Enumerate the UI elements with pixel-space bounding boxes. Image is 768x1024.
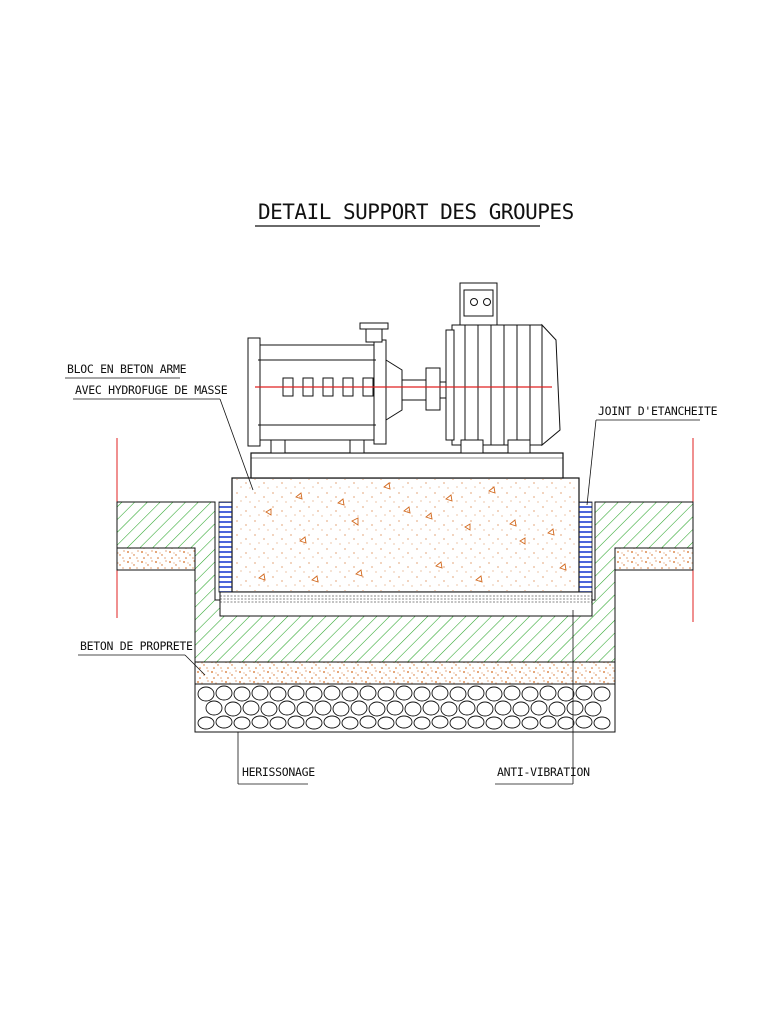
herissonage-layer xyxy=(194,683,616,733)
label-bloc-line2: AVEC HYDROFUGE DE MASSE xyxy=(75,383,228,397)
left-soil-strip xyxy=(116,547,196,571)
drawing-title: DETAIL SUPPORT DES GROUPES xyxy=(258,200,574,224)
beton-proprete-layer xyxy=(194,661,616,685)
aggregate-triangles xyxy=(258,482,567,583)
label-anti-vibration: ANTI-VIBRATION xyxy=(495,610,590,785)
concrete-block xyxy=(231,477,580,593)
motor-body xyxy=(445,282,561,454)
pump-body xyxy=(247,322,455,454)
right-soil-strip xyxy=(614,547,694,571)
label-anti-vibration-text: ANTI-VIBRATION xyxy=(497,765,590,779)
label-bloc-beton: BLOC EN BETON ARME AVEC HYDROFUGE DE MAS… xyxy=(65,362,254,491)
label-herissonage-text: HERISSONAGE xyxy=(242,765,315,779)
label-joint-text: JOINT D'ETANCHEITE xyxy=(598,404,718,418)
label-bloc-line1: BLOC EN BETON ARME xyxy=(67,362,187,376)
left-seal-joint xyxy=(218,501,233,593)
label-joint: JOINT D'ETANCHEITE xyxy=(586,404,718,506)
base-plate xyxy=(250,452,564,479)
label-herissonage: HERISSONAGE xyxy=(237,732,316,785)
right-seal-joint xyxy=(578,501,593,593)
label-beton-proprete: BETON DE PROPRETE xyxy=(78,639,206,676)
anti-vibration-layer xyxy=(219,591,593,617)
title-group: DETAIL SUPPORT DES GROUPES xyxy=(255,200,574,227)
label-beton-proprete-text: BETON DE PROPRETE xyxy=(80,639,193,653)
